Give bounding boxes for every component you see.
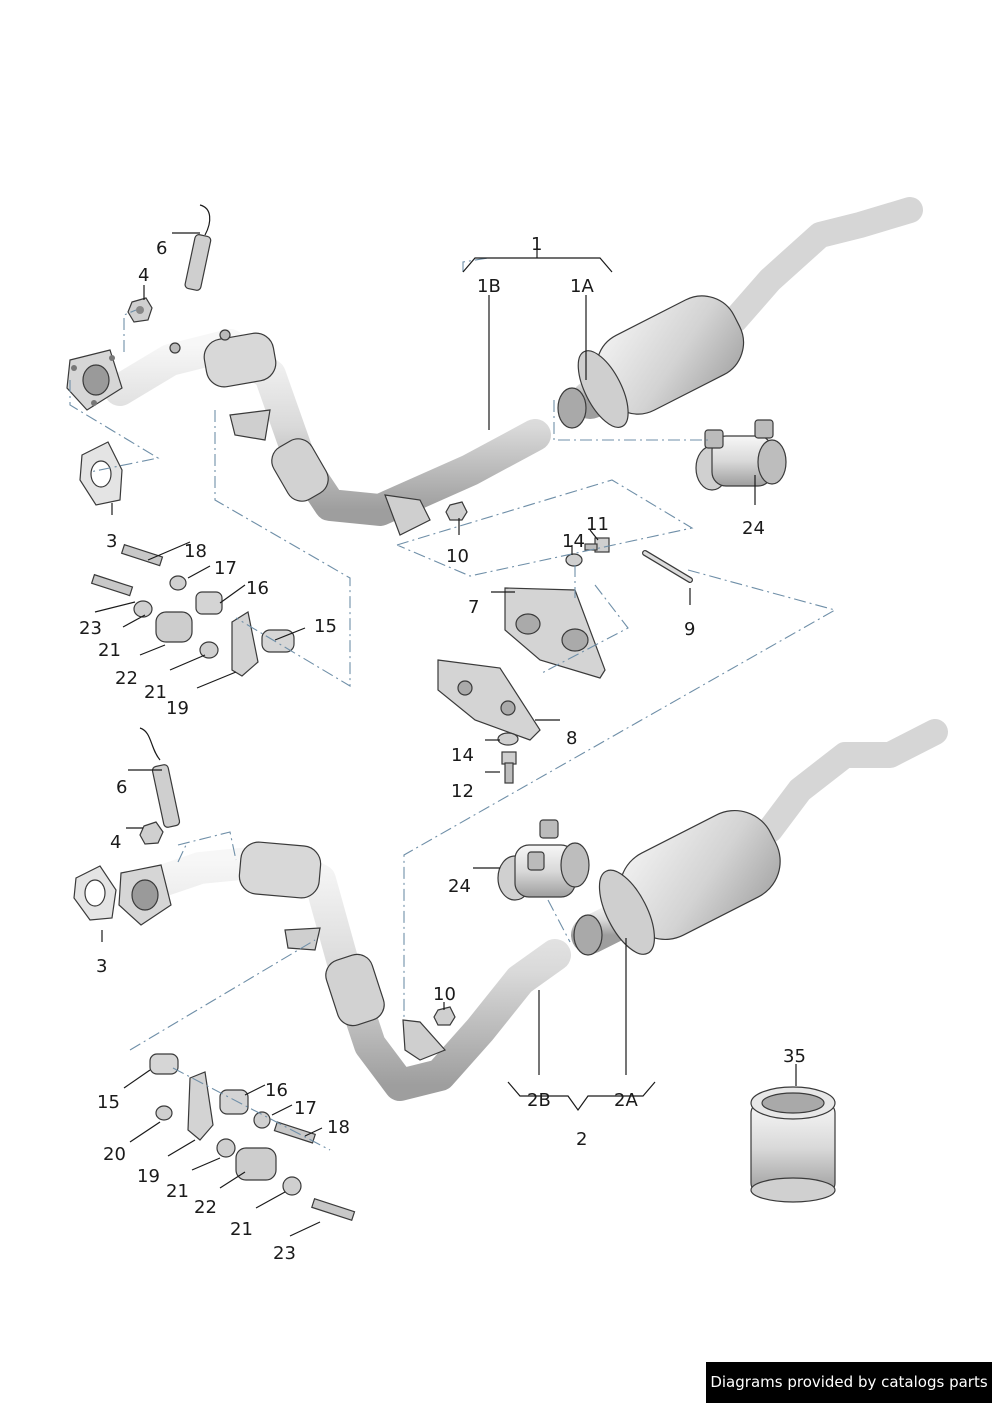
label-35: 35 [783,1046,806,1067]
bracket-7[interactable] [504,587,606,679]
label-2a: 2A [614,1090,638,1111]
lower-gasket[interactable] [73,865,117,921]
label-1a: 1A [570,276,594,297]
upper-gasket[interactable] [79,441,123,506]
label-22-lower: 22 [194,1197,217,1218]
callout-labels: 1 1B 1A 6 4 3 24 10 11 14 7 9 8 14 12 18… [79,234,806,1264]
lower-nut[interactable] [139,821,164,845]
label-4-lower: 4 [110,832,121,853]
label-21-upper-a: 21 [98,640,121,661]
label-19-upper: 19 [166,698,189,719]
lower-exhaust-assembly [73,719,948,1222]
label-11: 11 [586,514,609,535]
label-21-lower-b: 21 [230,1219,253,1240]
lower-front-pipe[interactable] [118,841,571,1101]
label-10-upper: 10 [446,546,469,567]
upper-clamp[interactable] [695,419,787,491]
label-23-lower: 23 [273,1243,296,1264]
label-8: 8 [566,728,577,749]
upper-nut[interactable] [127,297,153,323]
label-10-lower: 10 [433,984,456,1005]
washer-14-upper[interactable] [565,553,583,567]
label-15-upper: 15 [314,616,337,637]
label-19-lower: 19 [137,1166,160,1187]
label-16-lower: 16 [265,1080,288,1101]
lower-rear-muffler[interactable] [571,719,948,962]
repair-sleeve-35[interactable] [750,1086,836,1203]
label-3-lower: 3 [96,956,107,977]
upper-oxygen-sensor[interactable] [184,204,212,291]
label-6-lower: 6 [116,777,127,798]
label-18-lower: 18 [327,1117,350,1138]
label-24-upper: 24 [742,518,765,539]
bracket-8[interactable] [437,659,541,741]
label-9: 9 [684,619,695,640]
label-1: 1 [531,234,542,255]
upper-hardware-set[interactable] [90,543,295,677]
lower-oxygen-sensor[interactable] [139,727,181,828]
label-20: 20 [103,1144,126,1165]
footer-credit: Diagrams provided by catalogs parts [706,1362,992,1403]
label-3-upper: 3 [106,531,117,552]
label-1b: 1B [477,276,501,297]
label-21-upper-b: 21 [144,682,167,703]
label-22-upper: 22 [115,668,138,689]
upper-exhaust-assembly [66,197,923,1030]
label-14-upper: 14 [562,531,585,552]
label-21-lower-a: 21 [166,1181,189,1202]
label-23-upper: 23 [79,618,102,639]
upper-rear-muffler[interactable] [557,197,923,435]
strap-9[interactable] [642,550,693,583]
label-18-upper: 18 [184,541,207,562]
label-15-lower: 15 [97,1092,120,1113]
washer-14-lower[interactable] [497,732,519,746]
label-24-lower: 24 [448,876,471,897]
upper-front-pipe[interactable] [66,329,551,536]
label-16-upper: 16 [246,578,269,599]
label-2: 2 [576,1129,587,1150]
bolt-12[interactable] [501,751,517,784]
lower-nut-10[interactable] [433,1006,456,1026]
label-17-upper: 17 [214,558,237,579]
label-12: 12 [451,781,474,802]
label-4-upper: 4 [138,265,149,286]
label-2b: 2B [527,1090,551,1111]
upper-nut-10[interactable] [445,501,468,521]
label-7: 7 [468,597,479,618]
label-17-lower: 17 [294,1098,317,1119]
label-14-lower: 14 [451,745,474,766]
leader-lines [94,232,797,1237]
label-6-upper: 6 [156,238,167,259]
lower-clamp[interactable] [497,819,590,901]
